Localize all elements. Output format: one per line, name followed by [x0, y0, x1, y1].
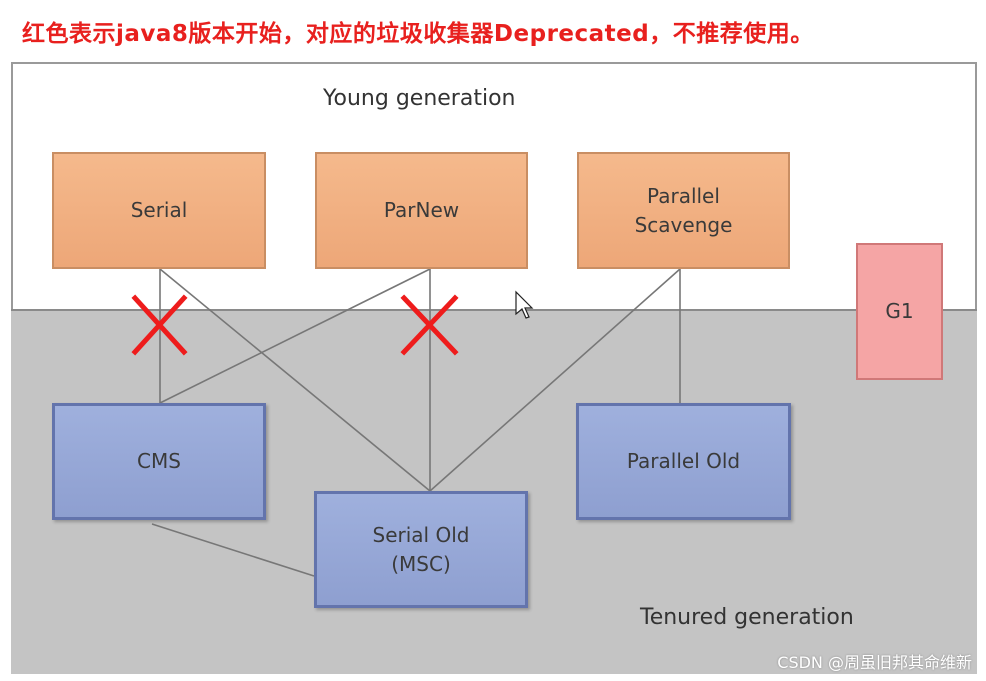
serial-old-collector: Serial Old (MSC) [314, 491, 528, 608]
young-generation-label: Young generation [323, 86, 516, 111]
parallel-old-collector: Parallel Old [576, 403, 791, 520]
serial-collector: Serial [52, 152, 266, 269]
line-parnew-cms [159, 268, 431, 404]
deprecated-mark-parnew-serial-old [400, 294, 459, 356]
line-parallel-scavenge-serial-old [429, 268, 681, 492]
line-serial-serial-old [159, 268, 431, 492]
tenured-generation-label: Tenured generation [640, 605, 854, 630]
deprecation-caption: 红色表示java8版本开始，对应的垃圾收集器Deprecated，不推荐使用。 [22, 21, 814, 47]
parnew-collector: ParNew [315, 152, 528, 269]
csdn-watermark: CSDN @周虽旧邦其命维新 [777, 653, 972, 672]
parallel-scavenge-collector: Parallel Scavenge [577, 152, 790, 269]
line-cms-serial-old [151, 523, 315, 577]
g1-collector: G1 [856, 243, 943, 380]
deprecated-mark-serial-cms [131, 294, 188, 356]
cms-collector: CMS [52, 403, 266, 520]
mouse-cursor-icon [515, 290, 534, 319]
